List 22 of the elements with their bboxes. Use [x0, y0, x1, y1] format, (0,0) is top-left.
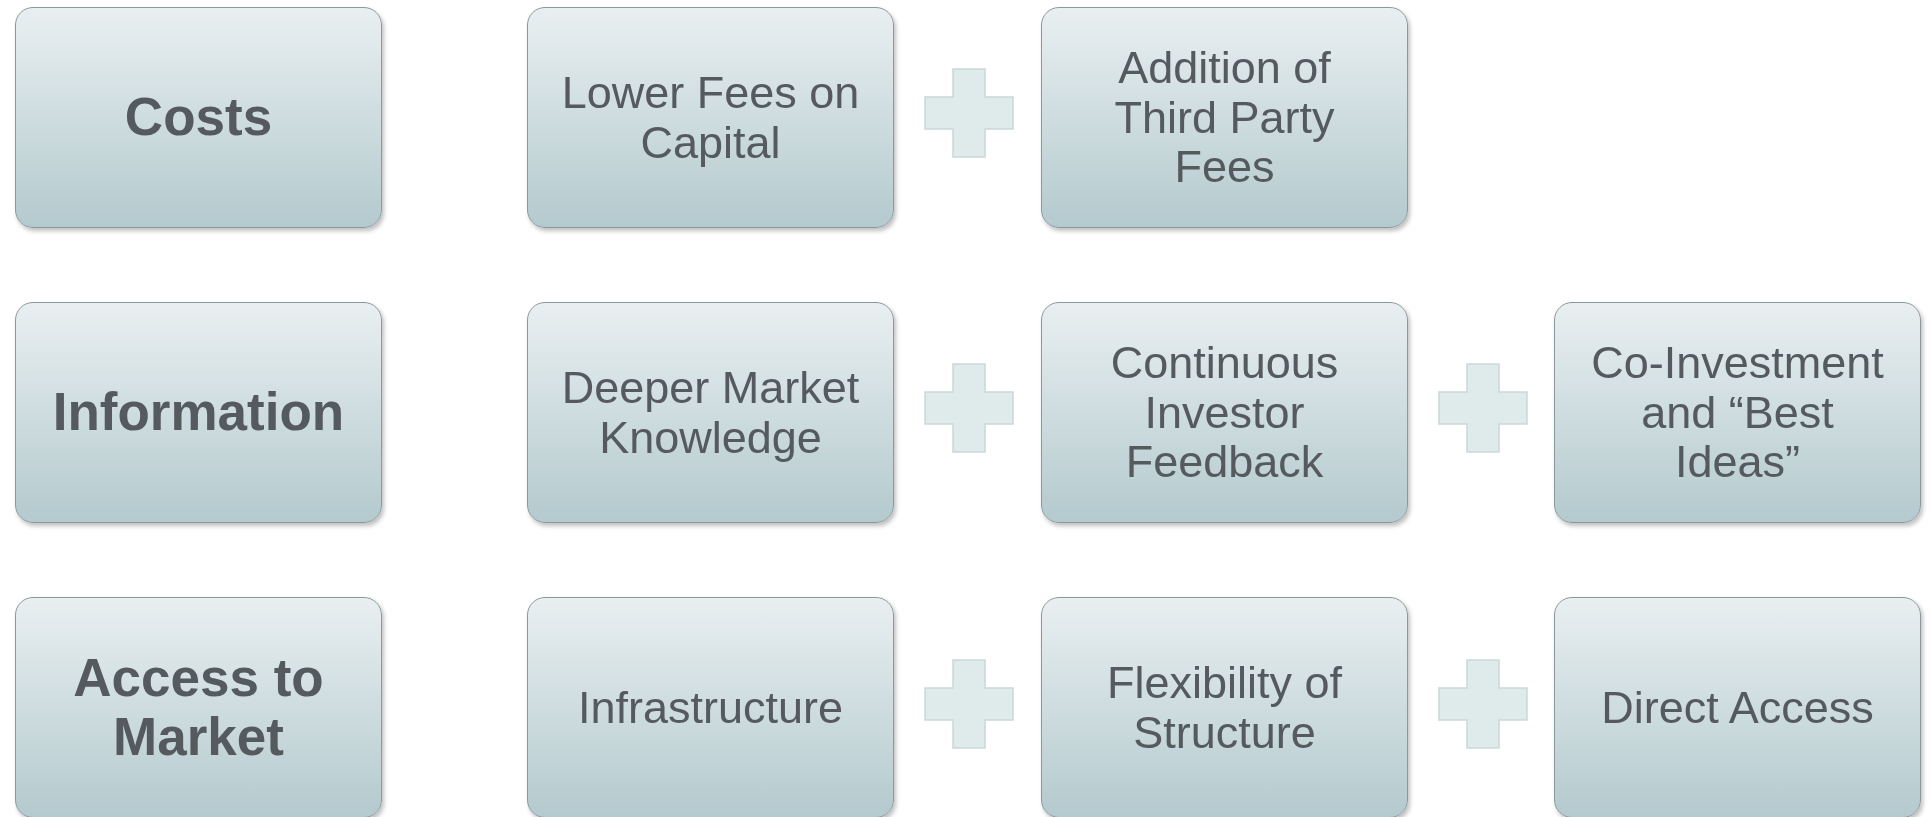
- item-label: Continuous Investor Feedback: [1109, 338, 1340, 487]
- item-label: Deeper Market Knowledge: [560, 363, 861, 462]
- item-box: [527, 302, 894, 523]
- item-label: Infrastructure: [577, 682, 844, 733]
- category-label: Costs: [124, 88, 273, 147]
- category-label: Information: [52, 383, 345, 442]
- item-box: [1041, 597, 1408, 817]
- category-box: [15, 7, 382, 228]
- item-label: Lower Fees on Capital: [560, 68, 861, 167]
- item-label: Direct Access: [1601, 682, 1874, 733]
- item-box: [1554, 302, 1921, 523]
- item-box: [527, 597, 894, 817]
- item-label: Flexibility of Structure: [1105, 658, 1344, 757]
- item-box: [1554, 597, 1921, 817]
- item-box: [1041, 7, 1408, 228]
- category-box: [15, 597, 382, 817]
- item-box: [527, 7, 894, 228]
- item-label: Addition of Third Party Fees: [1113, 43, 1336, 192]
- category-box: [15, 302, 382, 523]
- category-label: Access to Market: [72, 649, 325, 766]
- item-label: Co-Investment and “Best Ideas”: [1590, 338, 1885, 487]
- item-box: [1041, 302, 1408, 523]
